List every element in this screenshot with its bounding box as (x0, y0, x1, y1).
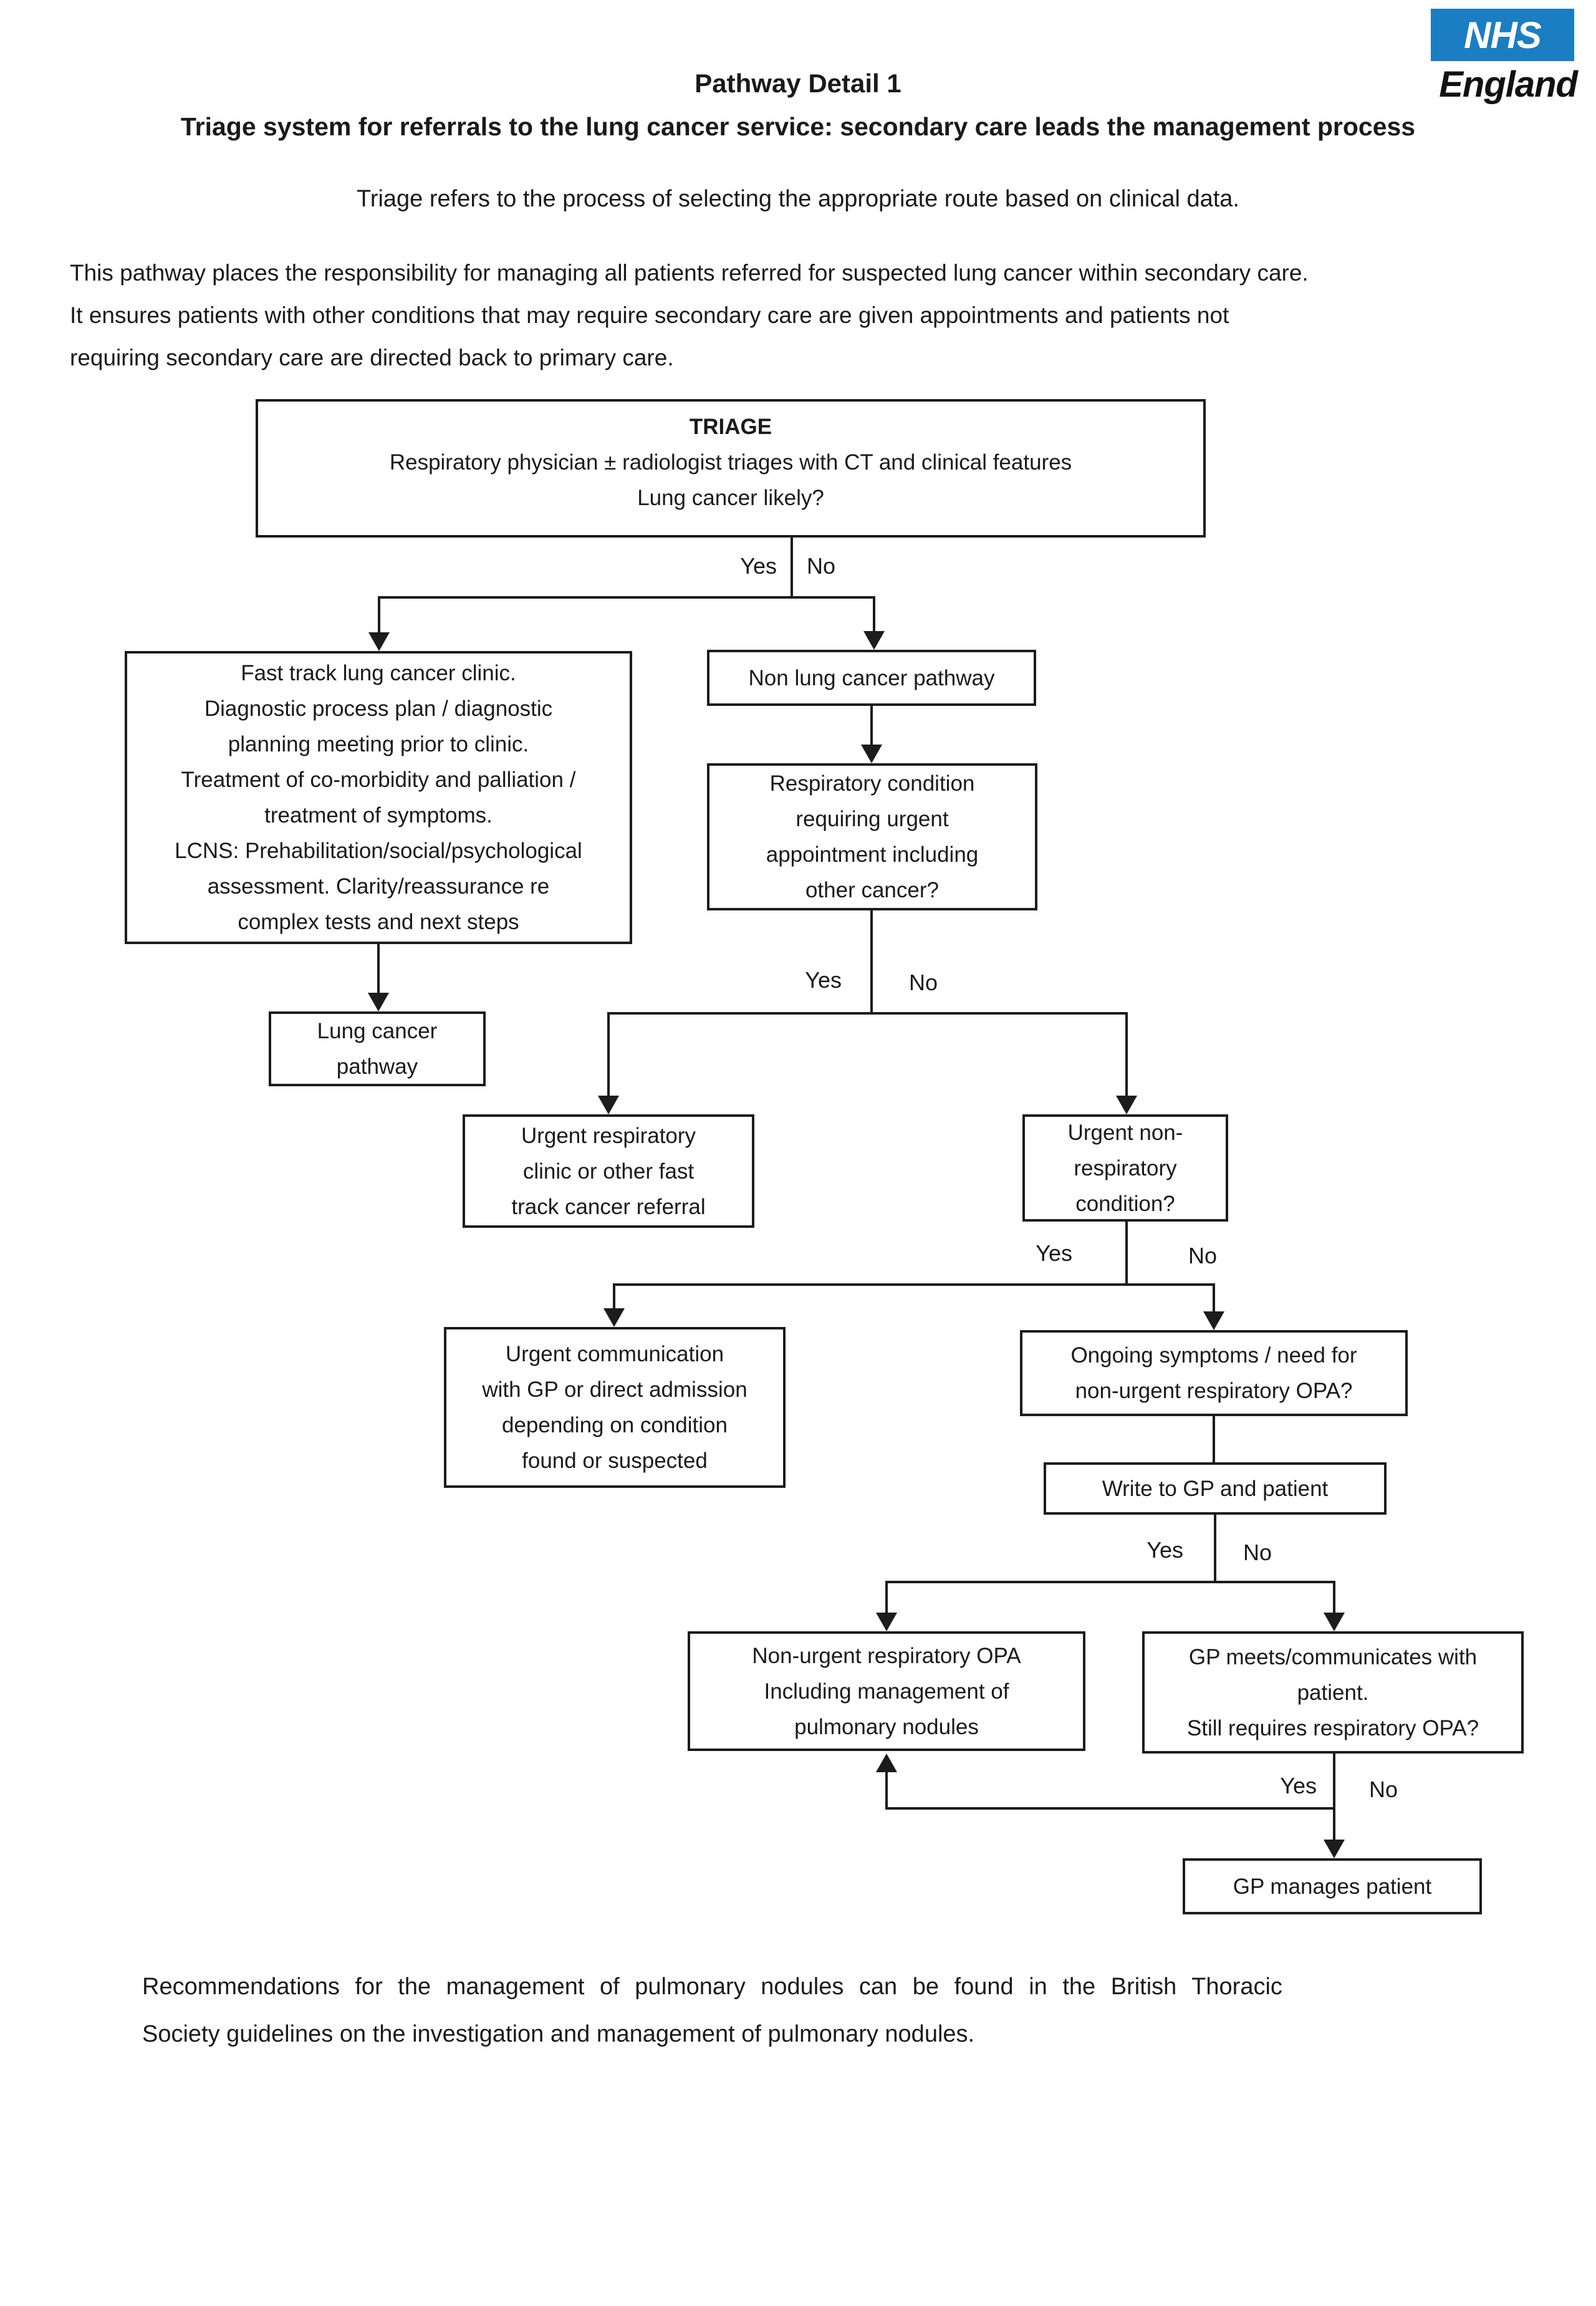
connector-nonresp-stem (1125, 1222, 1128, 1286)
node-urgent-nonresp-condition: Urgent non- respiratory condition? (1022, 1114, 1228, 1222)
arrow-into-gp-meets (1324, 1613, 1345, 1631)
connector-to-non-lung (873, 596, 875, 632)
label-no-gpmeets: No (1369, 1777, 1398, 1802)
arrow-into-lung-pathway (368, 993, 389, 1011)
label-yes-writegp: Yes (1147, 1537, 1183, 1563)
connector-loop-to-opa (885, 1771, 888, 1810)
label-yes-triage: Yes (740, 553, 777, 579)
label-no-nonresp: No (1188, 1243, 1218, 1268)
arrow-into-fast-track (368, 632, 390, 651)
node-ongoing-symptoms: Ongoing symptoms / need for non-urgent r… (1020, 1330, 1408, 1416)
connector-nonlung-resp (870, 706, 873, 746)
connector-to-gp-meets (1333, 1581, 1335, 1614)
arrow-into-opa (876, 1613, 897, 1631)
node-write-to-gp: Write to GP and patient (1044, 1462, 1387, 1515)
arrow-into-resp-condition (861, 745, 882, 763)
node-resp-condition: Respiratory condition requiring urgent a… (707, 763, 1037, 910)
nhs-logo: NHS (1431, 9, 1574, 61)
node-urgent-resp-clinic: Urgent respiratory clinic or other fast … (463, 1114, 754, 1228)
connector-nonresp-split (613, 1283, 1215, 1286)
label-yes-gpmeets: Yes (1280, 1773, 1317, 1798)
node-gp-meets: GP meets/communicates with patient. Stil… (1142, 1631, 1524, 1754)
node-triage: TRIAGE Respiratory physician ± radiologi… (256, 399, 1206, 538)
connector-gpmeets-stem (1333, 1754, 1335, 1841)
node-triage-line1: Respiratory physician ± radiologist tria… (389, 450, 1072, 475)
label-no-writegp: No (1243, 1540, 1272, 1565)
connector-resp-stem (870, 910, 873, 1015)
arrow-into-non-lung (863, 631, 885, 650)
connector-writegp-split (885, 1581, 1335, 1583)
connector-resp-split (607, 1012, 1128, 1015)
connector-fasttrack-lungpathway (377, 944, 380, 994)
connector-triage-split (378, 596, 875, 599)
connector-gpmeets-split (885, 1807, 1335, 1810)
connector-triage-stem (791, 538, 793, 596)
label-yes-resp: Yes (805, 967, 842, 993)
connector-to-urgent-comm (613, 1283, 615, 1310)
page-title: Pathway Detail 1 (695, 69, 901, 98)
node-triage-title: TRIAGE (689, 415, 772, 439)
arrow-into-ongoing (1203, 1311, 1224, 1330)
node-non-lung-pathway: Non lung cancer pathway (707, 650, 1036, 706)
arrow-into-urgent-resp (598, 1096, 619, 1114)
connector-writegp-stem (1214, 1515, 1216, 1583)
node-fast-track: Fast track lung cancer clinic. Diagnosti… (125, 651, 632, 944)
node-triage-line2: Lung cancer likely? (637, 486, 824, 510)
arrow-into-gp-manages (1324, 1840, 1345, 1858)
intro-paragraph: This pathway places the responsibility f… (70, 260, 1309, 370)
label-yes-nonresp: Yes (1036, 1240, 1072, 1266)
arrow-into-urgent-nonresp (1116, 1096, 1137, 1114)
footer-line1: Recommendations for the management of pu… (142, 1974, 1282, 2000)
label-no-triage: No (807, 553, 836, 579)
arrow-up-into-opa (876, 1754, 897, 1772)
label-no-resp: No (909, 970, 938, 995)
main-heading: Triage system for referrals to the lung … (180, 112, 1416, 141)
connector-to-opa (885, 1581, 888, 1614)
connector-to-ongoing (1213, 1283, 1215, 1313)
nhs-logo-text: NHS (1464, 14, 1542, 56)
subtitle: Triage refers to the process of selectin… (357, 186, 1239, 212)
footer-line2: Society guidelines on the investigation … (142, 2021, 975, 2047)
node-gp-manages: GP manages patient (1183, 1858, 1482, 1914)
arrow-into-urgent-comm (603, 1308, 625, 1327)
footer-note: Recommendations for the management of pu… (142, 1963, 1414, 2058)
node-non-urgent-opa: Non-urgent respiratory OPA Including man… (688, 1631, 1085, 1751)
node-lung-pathway: Lung cancer pathway (269, 1011, 486, 1086)
nhs-england-wordmark: England (1439, 64, 1578, 105)
connector-to-urgent-nonresp (1125, 1012, 1128, 1097)
connector-to-urgent-resp (607, 1012, 610, 1097)
connector-ongoing-writegp (1213, 1416, 1215, 1462)
connector-to-fast-track (378, 596, 380, 634)
node-urgent-communication: Urgent communication with GP or direct a… (444, 1327, 786, 1488)
